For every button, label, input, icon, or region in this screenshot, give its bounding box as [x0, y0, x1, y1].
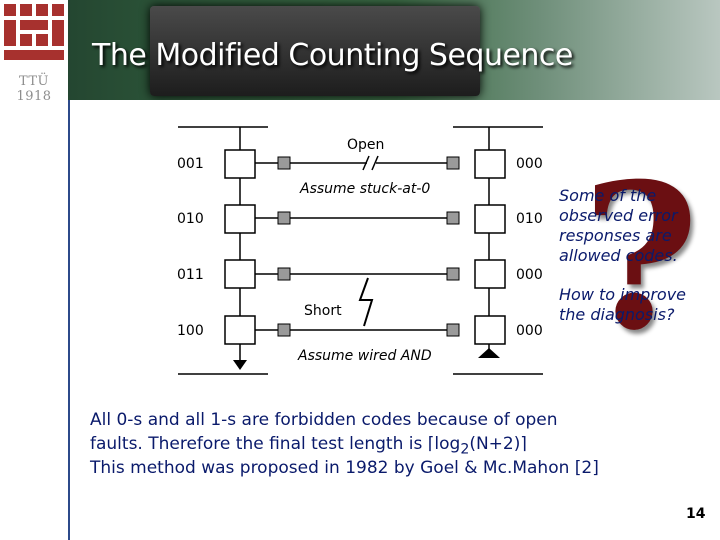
logo-text: TTÜ 1918 [16, 74, 52, 100]
slide-title: The Modified Counting Sequence [92, 38, 573, 73]
body-line-3: This method was proposed in 1982 by Goel… [90, 458, 599, 478]
ground-arrow-right [478, 348, 500, 358]
pin-squares [277, 156, 460, 337]
output-code-4: 000 [516, 323, 543, 339]
wired-and-label: Assume wired AND [297, 348, 432, 364]
question-mark-icon: ? [582, 140, 700, 375]
input-code-3: 011 [177, 267, 204, 283]
side-note-error-responses: Some of the observed error responses are… [559, 186, 678, 265]
body-line-2-text: faults. Therefore the final test length … [90, 434, 428, 454]
left-rule [68, 100, 70, 540]
logo-emblem-icon [4, 4, 64, 62]
ceil-right-symbol: ⌉ [520, 434, 528, 454]
output-code-2: 010 [516, 211, 543, 227]
log-text: log [434, 434, 461, 454]
short-label: Short [304, 303, 342, 319]
open-label: Open [347, 137, 384, 153]
university-logo: TTÜ 1918 [0, 0, 68, 100]
header-banner: TTÜ 1918 The Modified Counting Sequence [0, 0, 720, 100]
side-note-improve-diagnosis: How to improve the diagnosis? [559, 285, 687, 324]
page-number: 14 [686, 506, 706, 522]
body-line-2: faults. Therefore the final test length … [90, 432, 527, 461]
open-fault-mark [362, 155, 379, 171]
body-line-1: All 0-s and all 1-s are forbidden codes … [90, 410, 558, 430]
ground-arrow-left [233, 360, 247, 370]
chip-photo [140, 6, 490, 96]
input-code-4: 100 [177, 323, 204, 339]
log-subscript: 2 [460, 441, 470, 458]
output-code-3: 000 [516, 267, 543, 283]
input-code-1: 001 [177, 156, 204, 172]
short-fault-bolt [358, 277, 374, 327]
output-code-1: 000 [516, 156, 543, 172]
input-code-2: 010 [177, 211, 204, 227]
driver-boxes [224, 149, 506, 345]
stuck-at-label: Assume stuck-at-0 [299, 181, 430, 197]
ceil-left-symbol: ⌈ [427, 434, 435, 454]
log-argument: (N+2) [469, 434, 521, 454]
